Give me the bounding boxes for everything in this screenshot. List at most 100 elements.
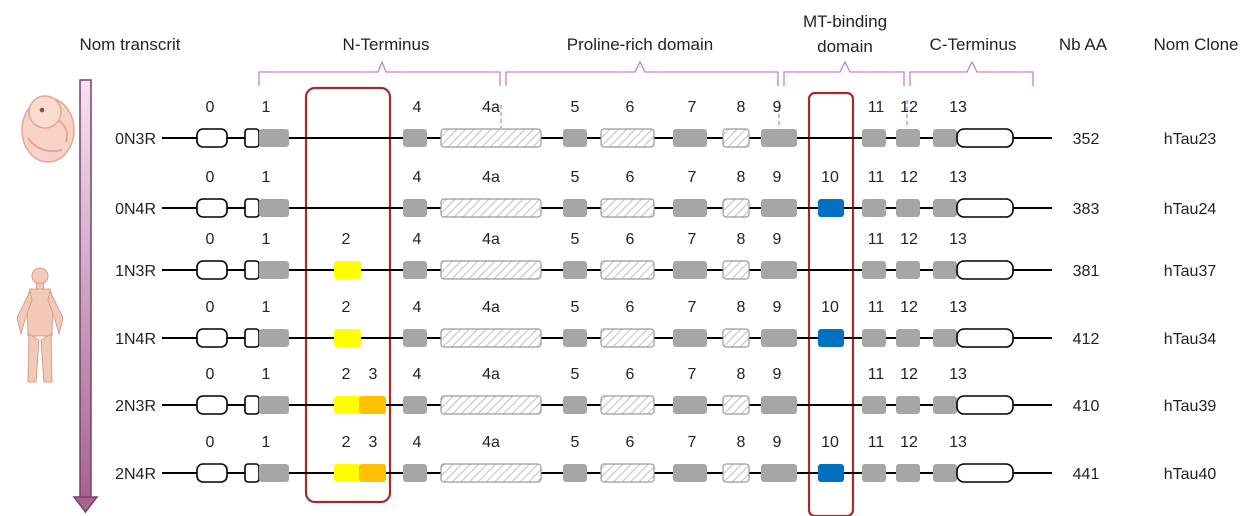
exon-11	[862, 261, 886, 279]
exon-label: 13	[949, 169, 967, 186]
exon-label: 13	[949, 434, 967, 451]
exon-label: 13	[949, 99, 967, 116]
exon-0	[196, 128, 228, 148]
exon-6	[600, 198, 655, 218]
exon-label: 12	[900, 231, 918, 248]
exon-2	[334, 396, 361, 414]
exon-label: 2	[342, 231, 351, 248]
exon-11	[862, 129, 886, 147]
exon-4a	[440, 198, 542, 218]
transcript-name: 2N4R	[115, 466, 156, 483]
exon-label: 4a	[482, 99, 500, 116]
exon-label: 0	[206, 169, 215, 186]
exon-label: 8	[737, 299, 746, 316]
exon-label: 3	[369, 434, 378, 451]
exon-5	[563, 329, 587, 347]
exon-label: 0	[206, 366, 215, 383]
exon-label: 7	[688, 366, 697, 383]
exon-0	[196, 463, 228, 483]
exon-8	[722, 260, 750, 280]
exon-label: 4	[413, 169, 422, 186]
exon-label: 5	[571, 99, 580, 116]
exon-label: 11	[868, 99, 885, 116]
exon-label: 6	[626, 169, 635, 186]
exon-label: 6	[626, 434, 635, 451]
header-c-terminus: C-Terminus	[930, 35, 1017, 54]
exon-label: 11	[868, 434, 885, 451]
exon-label: 0	[206, 231, 215, 248]
exon-label: 13	[949, 366, 967, 383]
aa-count: 381	[1073, 263, 1100, 280]
exon-11	[862, 329, 886, 347]
exon-label: 1	[262, 434, 271, 451]
exon-0	[196, 198, 228, 218]
transcript-name: 0N3R	[115, 131, 156, 148]
clone-name: hTau40	[1164, 466, 1217, 483]
exon-label: 4a	[482, 231, 500, 248]
exon-label: 4a	[482, 299, 500, 316]
exon-13	[933, 260, 1014, 280]
exon-5	[563, 261, 587, 279]
exon-label: 3	[369, 366, 378, 383]
exon-12	[896, 199, 920, 217]
exon-4	[403, 199, 427, 217]
header-transcript: Nom transcrit	[79, 35, 180, 54]
exon-label: 5	[571, 231, 580, 248]
exon-label: 10	[821, 169, 839, 186]
exon-label: 9	[773, 231, 782, 248]
exon-10	[818, 199, 844, 217]
exon-label: 8	[737, 366, 746, 383]
exon-label: 11	[868, 231, 885, 248]
transcript-name: 1N3R	[115, 263, 156, 280]
exon-0	[196, 395, 228, 415]
exon-label: 7	[688, 169, 697, 186]
exon-label: 9	[773, 366, 782, 383]
exon-4	[403, 129, 427, 147]
exon-9	[761, 261, 797, 279]
exon-label: 2	[342, 434, 351, 451]
exon-0	[196, 260, 228, 280]
exon-3	[359, 464, 386, 482]
exon-label: 11	[868, 366, 885, 383]
exon-2	[334, 261, 361, 279]
exon-label: 12	[900, 434, 918, 451]
transcript-name: 2N3R	[115, 398, 156, 415]
embryo-icon	[21, 95, 75, 163]
exon-9	[761, 396, 797, 414]
exon-4	[403, 464, 427, 482]
exon-6	[600, 260, 655, 280]
exon-label: 2	[342, 299, 351, 316]
exon-label: 5	[571, 169, 580, 186]
exon-label: 12	[900, 299, 918, 316]
exon-7	[673, 396, 707, 414]
exon-label: 5	[571, 366, 580, 383]
exon-label: 8	[737, 169, 746, 186]
exon-5	[563, 396, 587, 414]
exon-label: 4a	[482, 366, 500, 383]
exon-4a	[440, 128, 542, 148]
exon-2	[334, 329, 361, 347]
exon-8	[722, 395, 750, 415]
exon-0	[196, 328, 228, 348]
exon-label: 13	[949, 231, 967, 248]
exon-label: 6	[626, 99, 635, 116]
exon-8	[722, 328, 750, 348]
exon-label: 6	[626, 231, 635, 248]
exon-label: 4	[413, 299, 422, 316]
exon-11	[862, 464, 886, 482]
exon-label: 8	[737, 231, 746, 248]
exon-label: 11	[868, 299, 885, 316]
development-arrow	[72, 79, 99, 514]
exon-label: 1	[262, 366, 271, 383]
exon-1	[244, 128, 289, 148]
exon-4a	[440, 328, 542, 348]
exon-label: 9	[773, 169, 782, 186]
exon-1	[244, 198, 289, 218]
exon-9	[761, 199, 797, 217]
exon-1	[244, 463, 289, 483]
exon-7	[673, 261, 707, 279]
exon-11	[862, 396, 886, 414]
